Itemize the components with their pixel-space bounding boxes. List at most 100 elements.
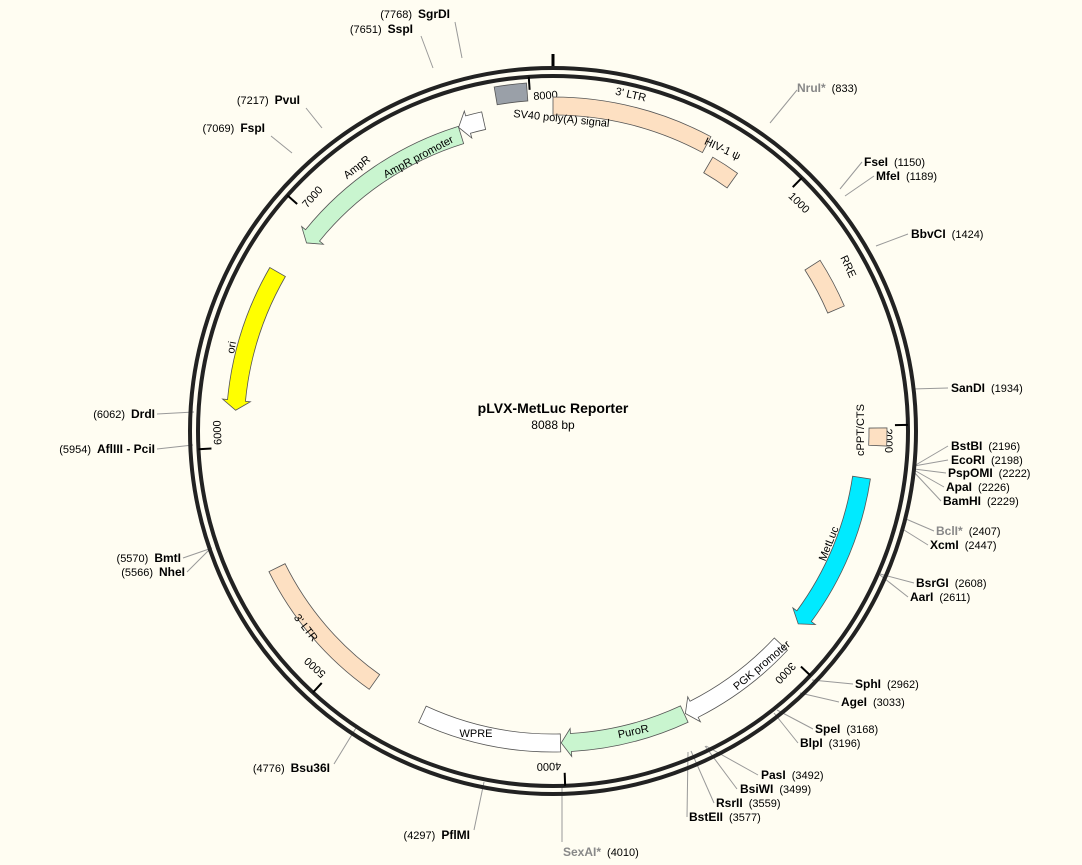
tick-label: 4000 <box>537 760 562 773</box>
tick-label: 6000 <box>211 420 224 445</box>
site-leader-line <box>182 547 213 559</box>
site-name: BmtI <box>154 551 181 565</box>
site-leader-line <box>270 135 293 154</box>
site-pos: (1189) <box>906 171 937 183</box>
site-pos: (2608) <box>955 578 987 590</box>
tick-mark <box>800 665 812 677</box>
site-pos: (4297) <box>404 830 436 842</box>
feature-3-ltr-shape <box>268 563 381 690</box>
site-label-afliii-pcii: (5954)AflIII - PciI <box>59 442 155 456</box>
plasmid-size: 8088 bp <box>531 418 575 432</box>
site-leader-line <box>156 411 195 415</box>
site-name: SexAI* <box>563 845 601 859</box>
feature-label-wpre: WPRE <box>460 728 493 740</box>
site-leader-lines <box>156 21 949 842</box>
site-leader-line <box>705 745 759 776</box>
site-name: FspI <box>240 121 265 135</box>
site-leader-line <box>913 459 949 467</box>
site-pos: (2447) <box>965 540 997 552</box>
site-name: BstEII <box>689 810 723 824</box>
site-label-nrui: NruI*(833) <box>797 81 857 95</box>
site-name: AarI <box>910 590 933 604</box>
site-name: PflMI <box>441 828 470 842</box>
site-leader-line <box>844 175 875 197</box>
site-leader-line <box>911 387 949 390</box>
site-name: SphI <box>855 677 881 691</box>
site-label-pflmi: (4297) PflMI <box>404 828 470 842</box>
site-pos: (2229) <box>987 496 1019 508</box>
site-pos: (7069) <box>203 123 235 135</box>
site-leader-line <box>305 107 323 129</box>
site-label-bbvci: BbvCI (1424) <box>911 227 983 241</box>
site-pos: (5570) <box>117 553 149 565</box>
feature-ori-shape <box>221 266 286 411</box>
site-label-fspi: (7069) FspI <box>203 121 265 135</box>
site-label-bsteii: BstEII (3577) <box>689 810 761 824</box>
site-leader-line <box>903 529 929 546</box>
site-pos: (5954) <box>59 444 91 456</box>
site-leader-line <box>454 21 463 59</box>
site-pos: (833) <box>832 83 858 95</box>
site-name: BclI* <box>936 524 963 538</box>
site-name: PasI <box>761 768 786 782</box>
site-leader-line <box>913 445 949 467</box>
site-pos: (1424) <box>952 229 984 241</box>
site-label-sandi: SanDI(1934) <box>951 381 1023 395</box>
site-pos: (2962) <box>887 679 919 691</box>
site-label-sgrdi: (7768)SgrDI <box>380 7 450 21</box>
site-label-aari: AarI(2611) <box>910 590 970 604</box>
site-label-pasi: PasI(3492) <box>761 768 823 782</box>
feature-rre-shape <box>804 259 845 314</box>
site-label-bmti: (5570) BmtI <box>117 551 181 565</box>
site-name: AgeI <box>841 695 867 709</box>
site-pos: (2222) <box>999 468 1031 480</box>
site-leader-line <box>769 89 798 124</box>
site-leader-line <box>839 161 863 190</box>
site-label-spei: SpeI(3168) <box>815 722 878 736</box>
site-name: ApaI <box>946 480 972 494</box>
site-label-bsrgi: BsrGI (2608) <box>916 576 986 590</box>
tick-mark <box>286 194 298 205</box>
site-pos: (7217) <box>237 95 269 107</box>
site-leader-line <box>913 469 945 488</box>
backbone-inner-ring <box>196 74 910 788</box>
site-leader-line <box>799 692 840 703</box>
site-name: XcmI <box>930 538 959 552</box>
site-name: SspI <box>388 22 413 36</box>
feature-sv40-poly-a-signal-shape <box>493 82 529 106</box>
site-label-bamhi: BamHI (2229) <box>943 494 1019 508</box>
site-label-sphi: SphI (2962) <box>855 677 919 691</box>
site-leader-line <box>420 35 434 69</box>
site-pos: (3577) <box>729 812 761 824</box>
site-label-apai: ApaI(2226) <box>946 480 1010 494</box>
feature-pgk-promoter-shape <box>684 637 789 723</box>
feature-ampr-shape <box>300 125 465 245</box>
site-pos: (3168) <box>846 724 878 736</box>
feature-3-ltr-shape <box>552 96 712 154</box>
site-name: RsrII <box>716 796 743 810</box>
site-pos: (3559) <box>749 798 781 810</box>
site-pos: (3033) <box>873 697 905 709</box>
site-label-blpi: BlpI(3196) <box>800 736 860 750</box>
tick-mark <box>312 682 323 694</box>
feature-label-ori: ori <box>225 340 239 354</box>
site-pos: (2196) <box>988 441 1020 453</box>
backbone-outer-ring <box>188 66 918 796</box>
site-name: BamHI <box>943 494 981 508</box>
site-name: NheI <box>159 565 185 579</box>
site-name: SgrDI <box>418 7 450 21</box>
site-pos: (5566) <box>121 567 153 579</box>
features <box>221 82 888 758</box>
site-label-fsei: FseI(1150) <box>864 155 925 169</box>
site-pos: (1150) <box>894 157 925 169</box>
site-label-mfei: MfeI(1189) <box>876 169 937 183</box>
site-label-bcli: BclI*(2407) <box>936 524 1000 538</box>
site-label-nhei: (5566) NheI <box>121 565 185 579</box>
site-pos: (3499) <box>779 784 811 796</box>
tick-label: 8000 <box>533 89 558 103</box>
site-name: BsrGI <box>916 576 949 590</box>
feature-ampr-promoter-shape <box>458 109 487 140</box>
site-pos: (3196) <box>829 738 861 750</box>
site-name: BbvCI <box>911 227 946 241</box>
